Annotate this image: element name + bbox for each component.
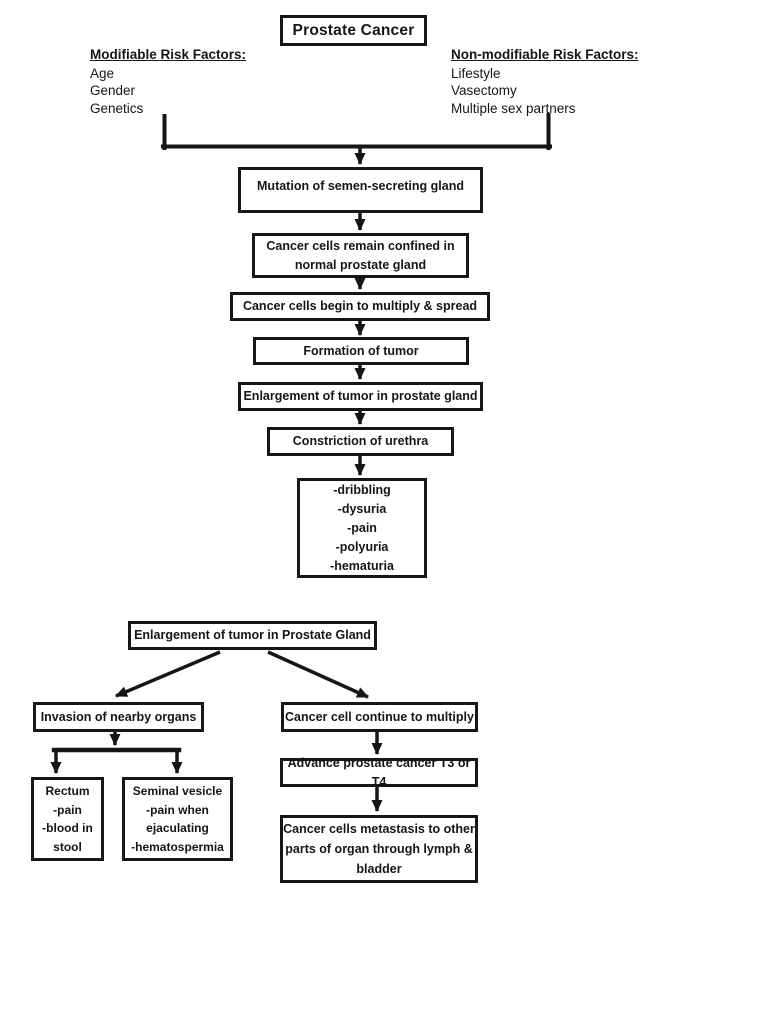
- box-line: Enlargement of tumor in Prostate Gland: [134, 628, 371, 642]
- box-line: ejaculating: [146, 821, 209, 835]
- box-line: Invasion of nearby organs: [40, 709, 197, 724]
- box-line: Formation of tumor: [303, 343, 419, 358]
- box-line: Seminal vesicle: [132, 784, 223, 798]
- modifiable-risk-factors-column: Modifiable Risk Factors: Age Gender Gene…: [90, 46, 246, 117]
- step-confined-box: Cancer cells remain confined in normal p…: [252, 233, 469, 278]
- box-line: normal prostate gland: [294, 257, 427, 272]
- modifiable-risk-heading: Modifiable Risk Factors:: [90, 47, 247, 62]
- risk-item-age: Age: [90, 65, 115, 81]
- non-modifiable-risk-factors-column: Non-modifiable Risk Factors: Lifestyle V…: [451, 46, 639, 117]
- box-line: -blood in: [42, 821, 93, 835]
- stage2-root-box: Enlargement of tumor in Prostate Gland: [128, 621, 377, 650]
- box-line: -hematospermia: [131, 839, 224, 854]
- arrow-root-to-multiply: [267, 650, 369, 699]
- box-line: Cancer cells metastasis to other: [283, 822, 475, 836]
- step-tumor-enlargement-box: Enlargement of tumor in prostate gland: [238, 382, 483, 411]
- box-line: Enlargement of tumor in prostate gland: [243, 389, 478, 403]
- symptom-polyuria: -polyuria: [335, 539, 389, 554]
- non-modifiable-risk-heading: Non-modifiable Risk Factors:: [451, 47, 639, 62]
- risk-item-multiple-sex-partners: Multiple sex partners: [451, 100, 576, 116]
- box-line: Rectum: [45, 784, 90, 798]
- rectum-box: Rectum -pain -blood in stool: [31, 777, 104, 861]
- step-urethra-constriction-box: Constriction of urethra: [267, 427, 454, 456]
- risk-item-genetics: Genetics: [90, 100, 144, 116]
- symptom-dribbling: -dribbling: [333, 482, 391, 497]
- risk-item-vasectomy: Vasectomy: [451, 83, 517, 98]
- title-box: Prostate Cancer: [280, 15, 427, 46]
- box-line: Cancer cells begin to multiply & spread: [242, 299, 478, 313]
- invasion-box: Invasion of nearby organs: [33, 702, 204, 732]
- risk-item-gender: Gender: [90, 83, 136, 98]
- box-line: Constriction of urethra: [292, 434, 429, 448]
- box-line: parts of organ through lymph &: [285, 842, 473, 856]
- box-line: bladder: [356, 862, 402, 876]
- symptom-pain: -pain: [347, 520, 377, 535]
- seminal-vesicle-box: Seminal vesicle -pain when ejaculating -…: [122, 777, 233, 861]
- step-tumor-formation-box: Formation of tumor: [253, 337, 469, 365]
- box-line: -pain when: [146, 802, 209, 817]
- arrow-root-to-invasion: [115, 650, 221, 698]
- symptoms-box: -dribbling -dysuria -pain -polyuria -hem…: [297, 478, 427, 578]
- risk-item-lifestyle: Lifestyle: [451, 65, 501, 81]
- box-line: Cancer cells remain confined in: [266, 238, 455, 253]
- box-line: Cancer cell continue to multiply: [285, 709, 474, 724]
- step-mutation-box: Mutation of semen-secreting gland: [238, 167, 483, 213]
- step-multiply-spread-box: Cancer cells begin to multiply & spread: [230, 292, 490, 321]
- box-line: stool: [53, 839, 82, 854]
- metastasis-box: Cancer cells metastasis to other parts o…: [280, 815, 478, 883]
- symptom-hematuria: -hematuria: [330, 558, 394, 573]
- title-text: Prostate Cancer: [292, 22, 415, 39]
- symptom-dysuria: -dysuria: [337, 501, 387, 516]
- advance-cancer-box: Advance prostate cancer T3 or T4: [280, 756, 478, 789]
- box-line: Mutation of semen-secreting gland: [257, 179, 464, 193]
- box-line: Advance prostate cancer T3 or T4: [287, 755, 471, 789]
- box-line: -pain: [53, 802, 82, 817]
- multiply-continue-box: Cancer cell continue to multiply: [281, 702, 478, 732]
